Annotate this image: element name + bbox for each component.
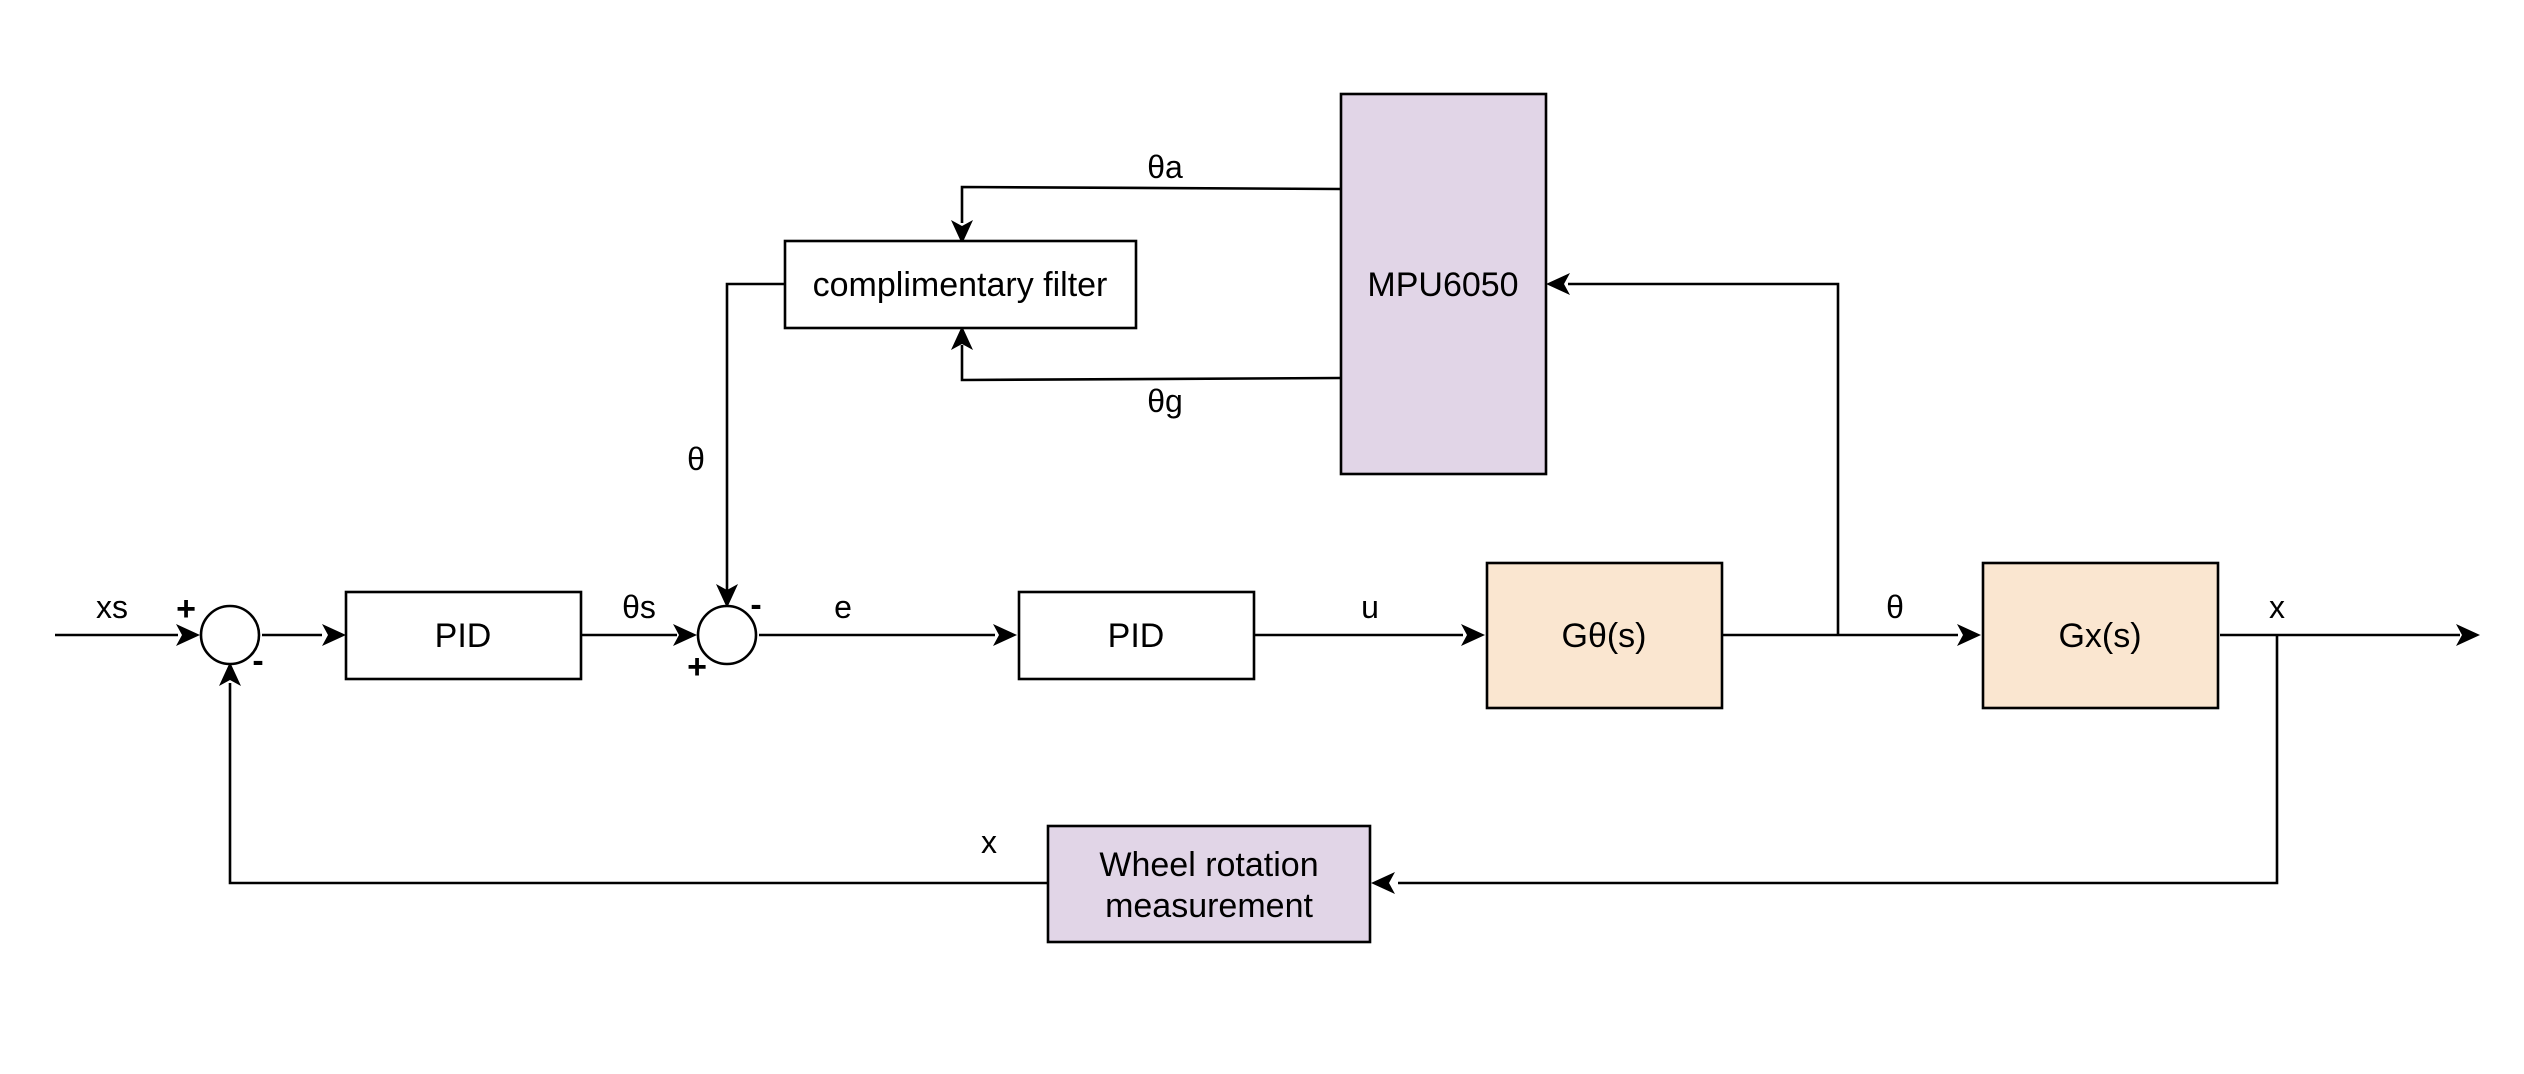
block-plant-theta: Gθ(s) <box>1485 561 1724 710</box>
wire-filter-to-inner-junction <box>725 282 785 590</box>
arrow-into-mpu <box>1546 273 1570 295</box>
wire-theta-to-mpu <box>1568 282 1840 635</box>
inner-pid-box <box>1017 590 1256 681</box>
arrow-into-wheel <box>1371 872 1395 894</box>
signal-labels: xs θs e u θ x θ θa θg x <box>96 149 2285 860</box>
arrow-theta-a-into-filter <box>951 220 973 244</box>
signal-label-x-out: x <box>2269 589 2285 625</box>
arrow-into-outer-junction-feedback <box>219 662 241 686</box>
wire-theta-a <box>960 185 1341 223</box>
mpu-box <box>1339 92 1548 476</box>
block-outer-pid: PID <box>344 590 583 681</box>
block-complimentary-filter: complimentary filter <box>783 239 1138 330</box>
arrow-into-outer-junction <box>176 624 200 646</box>
inner-junction-minus-sign: - <box>750 586 761 624</box>
mpu-label: MPU6050 <box>1367 266 1518 304</box>
inner-junction-plus-sign: + <box>687 648 707 686</box>
arrow-into-outer-pid <box>322 624 346 646</box>
wire-wheel-to-outer-junction <box>228 683 1048 885</box>
arrow-theta-into-inner-junction <box>716 584 738 608</box>
signal-label-u: u <box>1361 589 1379 625</box>
filter-label: complimentary filter <box>813 266 1108 304</box>
arrowheads <box>176 220 2480 894</box>
wire-x-to-wheel <box>1398 635 2279 885</box>
wheel-box <box>1046 824 1372 944</box>
outer-pid-box <box>344 590 583 681</box>
arrow-into-inner-junction <box>673 624 697 646</box>
plant-theta-box <box>1485 561 1724 710</box>
signal-label-theta-out: θ <box>1886 589 1904 625</box>
signal-label-theta-s: θs <box>622 589 656 625</box>
outer-summing-junction <box>199 604 261 666</box>
outer-junction-plus-sign: + <box>176 590 196 628</box>
wheel-label-line1: Wheel rotation <box>1099 846 1318 884</box>
signal-label-e: e <box>834 589 852 625</box>
plant-x-box <box>1981 561 2220 710</box>
wire-theta-g <box>960 345 1341 382</box>
signal-label-xs: xs <box>96 589 128 625</box>
signal-label-x-feedback: x <box>981 824 997 860</box>
plant-x-label: Gx(s) <box>2058 617 2141 655</box>
block-wheel-rotation-measurement: Wheel rotation measurement <box>1046 824 1372 944</box>
arrow-into-plant-theta <box>1461 624 1485 646</box>
signal-label-theta-g: θg <box>1147 383 1183 419</box>
block-mpu6050: MPU6050 <box>1339 92 1548 476</box>
arrow-x-output <box>2456 624 2480 646</box>
inner-summing-junction <box>696 604 758 666</box>
block-plant-x: Gx(s) <box>1981 561 2220 710</box>
signal-label-theta-a: θa <box>1147 149 1183 185</box>
arrow-into-inner-pid <box>993 624 1017 646</box>
arrow-into-plant-x <box>1957 624 1981 646</box>
signal-label-theta-feedback: θ <box>687 441 705 477</box>
wheel-label-line2: measurement <box>1105 887 1313 925</box>
junction-signs: + - - + <box>176 586 762 686</box>
outer-pid-label: PID <box>435 617 492 655</box>
plant-theta-label: Gθ(s) <box>1562 617 1647 655</box>
outer-junction-minus-sign: - <box>252 642 263 680</box>
filter-box <box>783 239 1138 330</box>
wires <box>55 185 2460 885</box>
arrow-theta-g-into-filter <box>951 326 973 350</box>
block-inner-pid: PID <box>1017 590 1256 681</box>
inner-pid-label: PID <box>1108 617 1165 655</box>
